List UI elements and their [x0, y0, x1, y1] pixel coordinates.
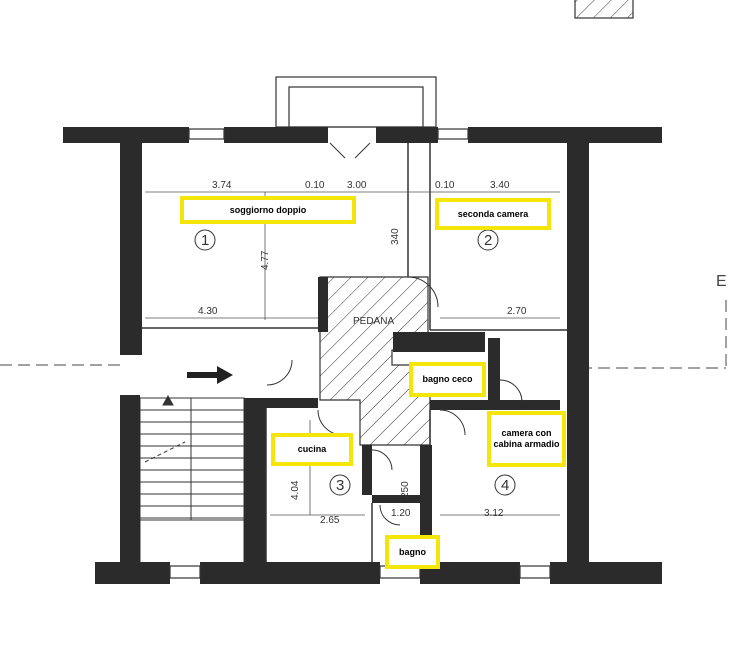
partitions [142, 143, 567, 562]
dim-404: 4.04 [290, 480, 301, 500]
label-bagno-ceco-text: bagno ceco [422, 374, 473, 385]
room-number-4: 4 [501, 477, 509, 494]
dim-010a: 0.10 [305, 180, 325, 191]
dim-250: 250 [400, 481, 411, 498]
label-cucina: cucina [271, 433, 353, 466]
dim-374: 3.74 [212, 180, 232, 191]
dim-430: 4.30 [198, 306, 218, 317]
label-soggiorno-doppio: soggiorno doppio [180, 196, 356, 224]
entrance-arrow [187, 366, 233, 384]
label-camera-cabina-armadio: camera con cabina armadio [487, 411, 566, 467]
room-number-2: 2 [484, 232, 492, 249]
staircase [139, 394, 245, 567]
dim-340: 3.40 [490, 180, 510, 191]
room-number-3: 3 [336, 477, 344, 494]
label-bagno-ceco: bagno ceco [409, 362, 486, 397]
dim-340v: 340 [390, 228, 401, 245]
label-camera-armadio-text: camera con cabina armadio [493, 428, 560, 449]
label-cucina-text: cucina [297, 444, 327, 455]
label-seconda-camera: seconda camera [435, 198, 551, 230]
label-soggiorno-text: soggiorno doppio [229, 204, 307, 215]
room-numbers [194, 229, 516, 496]
section-line [0, 300, 727, 369]
dim-265: 2.65 [320, 515, 340, 526]
doors [266, 142, 523, 526]
dim-300: 3.00 [347, 180, 367, 191]
dim-120: 1.20 [391, 508, 411, 519]
legend-hatch-box [574, 0, 634, 19]
dim-010b: 0.10 [435, 180, 455, 191]
pedana-label: PEDANA [353, 316, 394, 327]
label-seconda-camera-text: seconda camera [457, 208, 529, 219]
edge-letter: E [716, 273, 727, 290]
room-number-1: 1 [201, 232, 209, 249]
dim-477: 4.77 [260, 250, 271, 270]
dim-270: 2.70 [507, 306, 527, 317]
label-bagno-text: bagno [399, 546, 426, 557]
dim-312: 3.12 [484, 508, 504, 519]
label-bagno: bagno [385, 535, 440, 569]
entrance-corridor-hatch [319, 276, 431, 446]
balcony [275, 76, 437, 128]
